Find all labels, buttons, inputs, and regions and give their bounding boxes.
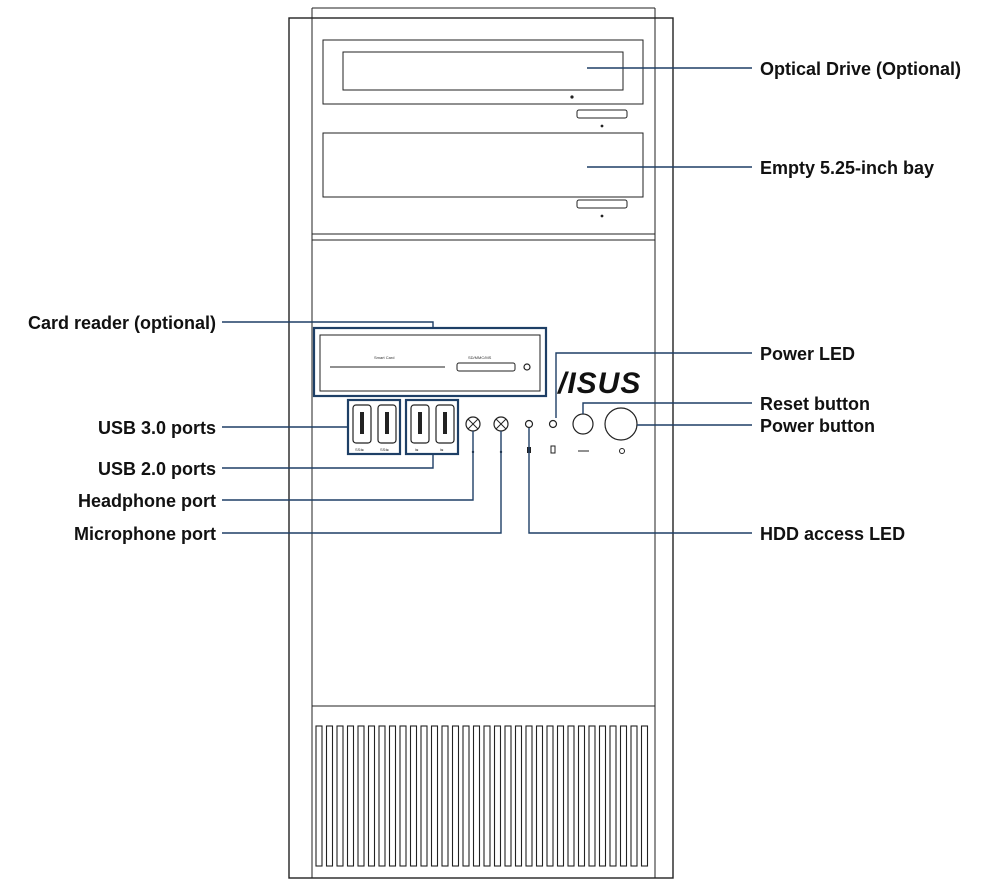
svg-text:SS⇋: SS⇋ [380,447,389,452]
vent-slot [346,725,355,867]
vent-slot [640,725,649,867]
usb3-ports-label: USB 3.0 ports [98,418,216,438]
microphone-port-label: Microphone port [74,524,216,544]
vent-slot [483,725,491,867]
usb2-ports-label: USB 2.0 ports [98,459,216,479]
vent-slot [630,725,638,867]
vent-slot [430,725,439,867]
smart-card-label: Smart Card [374,355,394,360]
vent-slot [388,725,397,867]
vent-slot [493,725,502,867]
vent-slot [577,725,586,867]
vent-slot [609,725,617,867]
power-led-label: Power LED [760,344,855,364]
card-reader-label: Card reader (optional) [28,313,216,333]
vent-slot [504,725,512,867]
vent-slot [598,725,607,867]
vent-slot [588,725,596,867]
vent-slot [556,725,565,867]
vent-slot [441,725,449,867]
power-button-drawing [604,407,638,441]
reset-button-label: Reset button [760,394,870,414]
card-reader: Smart Card SD/MMC/MS [312,326,548,398]
vent-slot [315,725,323,867]
vent-slot [399,725,407,867]
usb3-ports: SS⇋ SS⇋ [346,398,402,456]
vent-slot [336,725,344,867]
microphone-jack [493,416,509,432]
reset-button-drawing [572,413,594,435]
vent-slot [567,725,575,867]
vent-slot [451,725,460,867]
svg-text:⇋: ⇋ [440,447,444,452]
usb2-ports: ⇋ ⇋ [404,398,460,456]
brand-logo: /ISUS [556,367,641,400]
vent-slot [409,725,418,867]
power-led [548,419,558,429]
vent-slot [472,725,481,867]
vent-slot [325,725,334,867]
vent-slot [420,725,428,867]
headphone-port-label: Headphone port [78,491,216,511]
hdd-led-label: HDD access LED [760,524,905,544]
optical-drive [322,39,644,128]
vent-slot [462,725,470,867]
empty-5-25-bay [322,132,644,218]
vent-slot [525,725,533,867]
vent-slot [619,725,628,867]
leader-lines [222,67,752,534]
vent-slot [378,725,386,867]
hdd-led [524,419,534,429]
headphone-jack [465,416,481,432]
power-button-label: Power button [760,416,875,436]
front-vent-grille [315,725,649,867]
sd-card-label: SD/MMC/MS [468,355,492,360]
vent-slot [367,725,376,867]
vent-slot [546,725,554,867]
vent-slot [535,725,544,867]
empty-bay-label: Empty 5.25-inch bay [760,158,934,178]
vent-slot [514,725,523,867]
optical-drive-label: Optical Drive (Optional) [760,59,961,79]
svg-text:SS⇋: SS⇋ [355,447,364,452]
vent-slot [357,725,365,867]
svg-text:⇋: ⇋ [415,447,419,452]
